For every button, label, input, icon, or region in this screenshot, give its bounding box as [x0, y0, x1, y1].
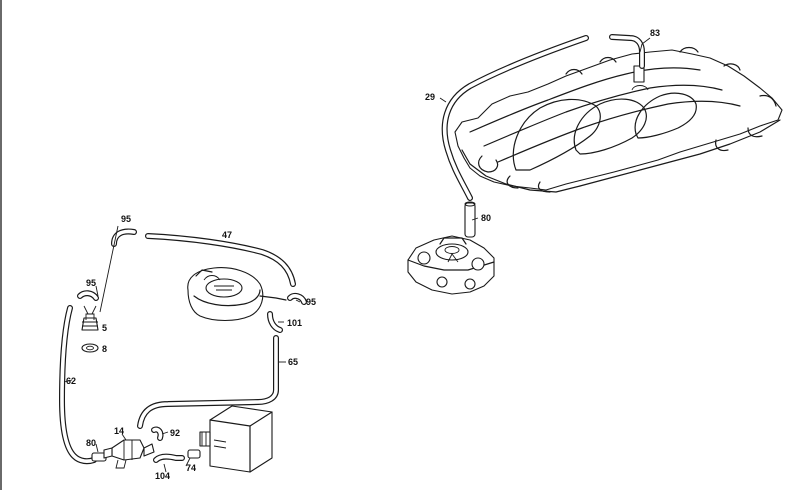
- label-95-a: 95: [121, 214, 131, 224]
- label-62: 62: [66, 376, 76, 386]
- page-edge: [0, 0, 2, 490]
- label-8: 8: [102, 344, 107, 354]
- elbow-95-upper: [111, 228, 137, 247]
- throttle-valve-body: [407, 235, 495, 295]
- label-65: 65: [288, 357, 298, 367]
- part-labels: 83 29 80 95 47 95 95 5 8 101 65 62 14 92…: [66, 28, 660, 481]
- label-80-top: 80: [481, 213, 491, 223]
- hose-65: [137, 335, 279, 429]
- valve-5: [81, 305, 99, 331]
- hose-101: [267, 311, 283, 333]
- hose-80-upper: [464, 201, 476, 238]
- elbow-95-left: [77, 290, 99, 301]
- hose-47: [145, 233, 296, 287]
- ring-8: [81, 343, 99, 353]
- label-104: 104: [155, 471, 170, 481]
- label-29: 29: [425, 92, 435, 102]
- vacuum-unit: [187, 267, 287, 322]
- label-47: 47: [222, 230, 232, 240]
- hose-104: [153, 453, 185, 463]
- label-5: 5: [102, 323, 107, 333]
- leader-lines: [63, 37, 651, 473]
- label-95-c: 95: [306, 297, 316, 307]
- hose-83: [609, 34, 645, 69]
- label-83: 83: [650, 28, 660, 38]
- label-14: 14: [114, 426, 124, 436]
- label-101: 101: [287, 318, 302, 328]
- hose-29: [441, 35, 589, 201]
- label-95-b: 95: [86, 278, 96, 288]
- hose-62: [59, 305, 97, 465]
- valve-14: [103, 439, 155, 469]
- intake-manifold: [454, 46, 783, 193]
- label-74: 74: [186, 463, 196, 473]
- piece-74: [187, 449, 201, 459]
- label-80-bottom: 80: [86, 438, 96, 448]
- hose-92: [151, 426, 164, 441]
- label-92: 92: [170, 428, 180, 438]
- charcoal-canister: [199, 405, 273, 473]
- elbow-95-right: [287, 292, 307, 305]
